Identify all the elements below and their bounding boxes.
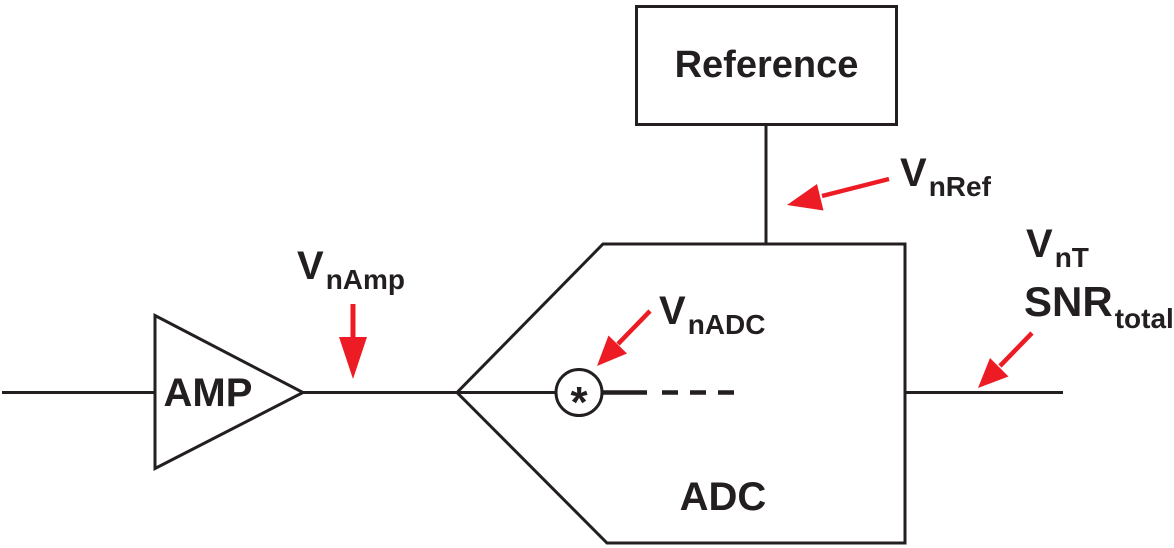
vnamp-label-main: V xyxy=(297,244,324,288)
vnadc-label: V nADC xyxy=(659,291,765,339)
vnref-label-sub: nRef xyxy=(928,171,991,202)
vnadc-arrow-head xyxy=(597,335,627,366)
snr-total-label-main: SNR xyxy=(1024,278,1113,325)
vnadc-label-main: V xyxy=(659,289,686,333)
adc-block-label: ADC xyxy=(679,475,767,519)
vnref-arrow-shaft xyxy=(821,176,890,199)
amp-block-label: AMP xyxy=(163,371,253,415)
vnamp-arrow-head xyxy=(339,337,367,379)
vnamp-arrow-icon xyxy=(339,304,367,379)
vnref-arrow-icon xyxy=(787,176,890,211)
vnamp-label-sub: nAmp xyxy=(325,264,406,295)
reference-box xyxy=(635,5,898,126)
vnt-label-sub: nT xyxy=(1054,242,1089,273)
vnt-arrow-head xyxy=(978,358,1009,388)
reference-block-label: Reference xyxy=(674,44,859,86)
amp-triangle-shape xyxy=(153,313,307,471)
vnt-arrow-shaft xyxy=(998,331,1034,368)
vnt-label: V nT xyxy=(1026,224,1089,272)
vnadc-label-sub: nADC xyxy=(687,309,766,340)
snr-total-label: SNR total xyxy=(1024,281,1174,333)
noise-source-asterisk: * xyxy=(570,378,588,427)
vnref-label-main: V xyxy=(900,151,927,195)
vnref-label: V nRef xyxy=(900,153,991,201)
vnamp-label: V nAmp xyxy=(297,246,405,294)
vnadc-arrow-icon xyxy=(597,309,652,366)
snr-total-label-sub: total xyxy=(1114,303,1174,334)
vnt-arrow-icon xyxy=(978,331,1034,388)
vnref-arrow-head xyxy=(787,184,824,211)
vnadc-arrow-shaft xyxy=(616,309,652,346)
vnt-label-main: V xyxy=(1026,222,1053,266)
